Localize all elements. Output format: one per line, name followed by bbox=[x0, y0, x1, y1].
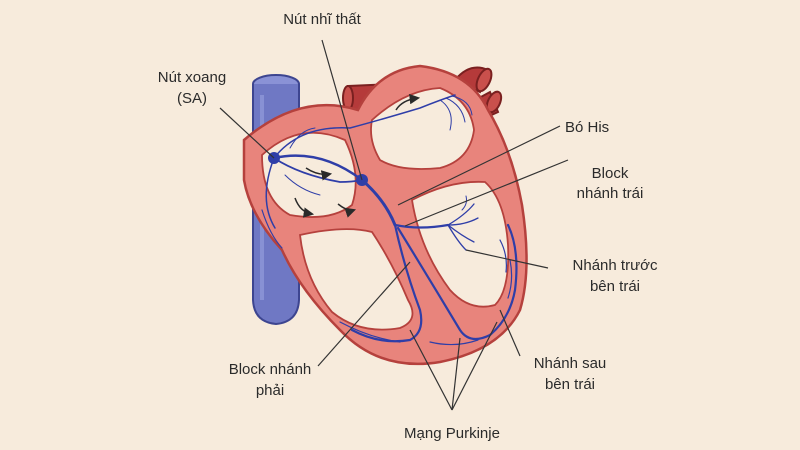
conduction-system bbox=[261, 94, 518, 346]
right-ventricle bbox=[299, 228, 414, 331]
label-av-node: Nút nhĩ thất bbox=[283, 11, 361, 28]
label-sa-node-line1: Nút xoang bbox=[158, 69, 226, 86]
label-left-posterior-line1: Nhánh sau bbox=[534, 355, 607, 372]
label-bundle-his: Bó His bbox=[565, 119, 609, 136]
label-left-anterior-line2: bên trái bbox=[590, 278, 640, 295]
label-lbb-block-line1: Block bbox=[592, 165, 629, 182]
label-sa-node-line2: (SA) bbox=[177, 90, 207, 107]
label-left-anterior-line1: Nhánh trước bbox=[573, 257, 658, 274]
leader-lines bbox=[219, 39, 569, 411]
label-rbb-block-line2: phải bbox=[256, 382, 284, 399]
label-purkinje: Mạng Purkinje bbox=[404, 425, 500, 442]
label-rbb-block-line1: Block nhánh bbox=[229, 361, 312, 378]
label-lbb-block-line2: nhánh trái bbox=[577, 185, 644, 202]
label-left-posterior-line2: bên trái bbox=[545, 376, 595, 393]
flow-arrows bbox=[294, 93, 421, 218]
